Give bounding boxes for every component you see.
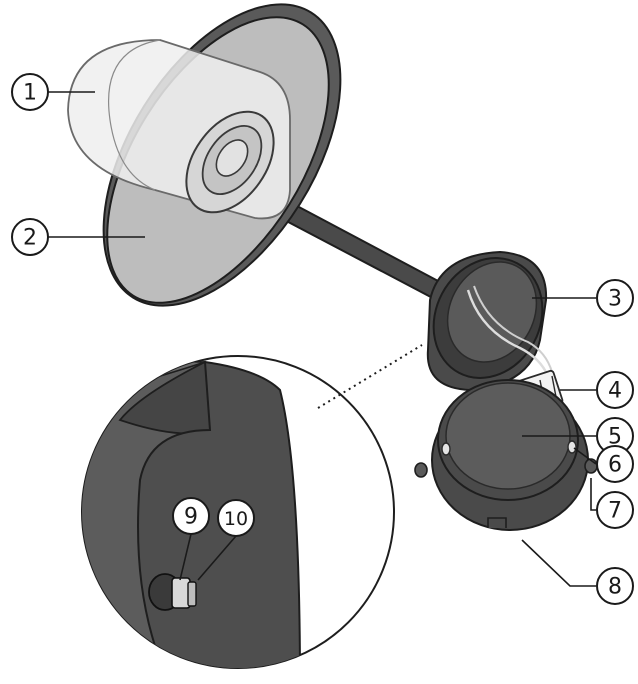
wall-base-cup (426, 250, 553, 392)
cap-nut-left (414, 462, 428, 478)
leader-lines (48, 91, 597, 587)
callout-9: 9 (172, 497, 210, 535)
svg-text:7: 7 (608, 499, 622, 524)
callout-3: 3 (596, 279, 634, 317)
svg-text:9: 9 (184, 505, 198, 530)
svg-text:4: 4 (608, 379, 622, 404)
svg-text:1: 1 (23, 81, 37, 106)
callout-7: 7 (596, 491, 634, 529)
cover-screw-right (567, 440, 577, 454)
svg-text:6: 6 (608, 453, 622, 478)
callout-10: 10 (217, 499, 255, 537)
svg-text:8: 8 (608, 575, 622, 600)
callout-2: 2 (11, 218, 49, 256)
callout-1: 1 (11, 73, 49, 111)
callout-5: 5 (596, 417, 634, 455)
cover-plate (431, 379, 589, 531)
svg-text:2: 2 (23, 226, 37, 251)
cover-screw-left (441, 442, 451, 456)
callout-8: 8 (596, 567, 634, 605)
svg-text:10: 10 (224, 508, 248, 530)
svg-text:5: 5 (608, 425, 622, 450)
callout-4: 4 (596, 371, 634, 409)
lamp-socket (185, 110, 275, 214)
lamp-arm (273, 196, 457, 307)
callout-6: 6 (596, 445, 634, 483)
detail-link-line (317, 344, 423, 409)
svg-text:3: 3 (608, 287, 622, 312)
